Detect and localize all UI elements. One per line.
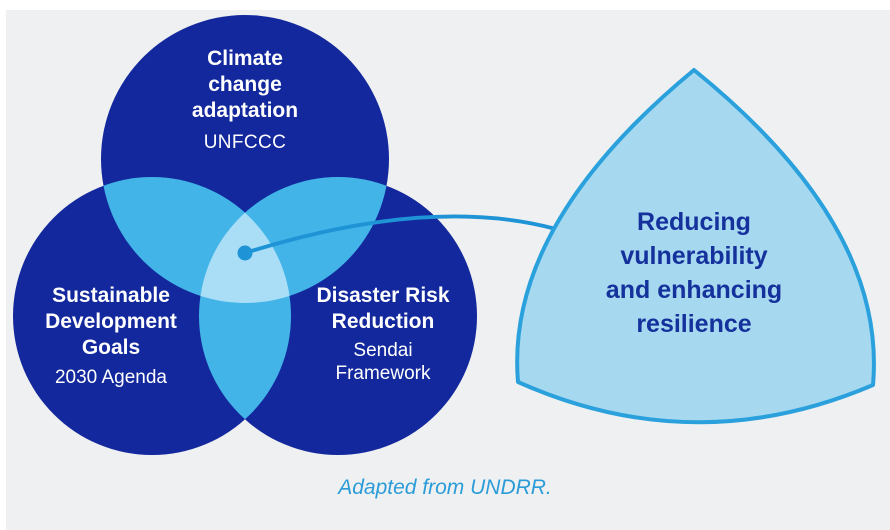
sublabel-unfccc: UNFCCC — [203, 132, 287, 153]
center-node-dot — [237, 245, 253, 261]
callout-shape — [515, 68, 876, 425]
label-climate-change-adaptation: Climate change adaptation — [191, 47, 299, 122]
overlap-cca-sdg — [101, 177, 291, 303]
overlap-cca-drr — [199, 177, 389, 303]
sublabel-sendai-framework: Sendai Framework — [335, 340, 431, 384]
label-disaster-risk-reduction: Disaster Risk Reduction — [316, 284, 450, 333]
sublabel-2030-agenda: 2030 Agenda — [54, 367, 167, 388]
callout-label: Reducing vulnerability and enhancing res… — [605, 208, 783, 338]
callout-connector-line — [243, 214, 558, 255]
caption-source: Adapted from UNDRR. — [338, 476, 552, 499]
label-sustainable-development-goals: Sustainable Development Goals — [45, 284, 177, 359]
